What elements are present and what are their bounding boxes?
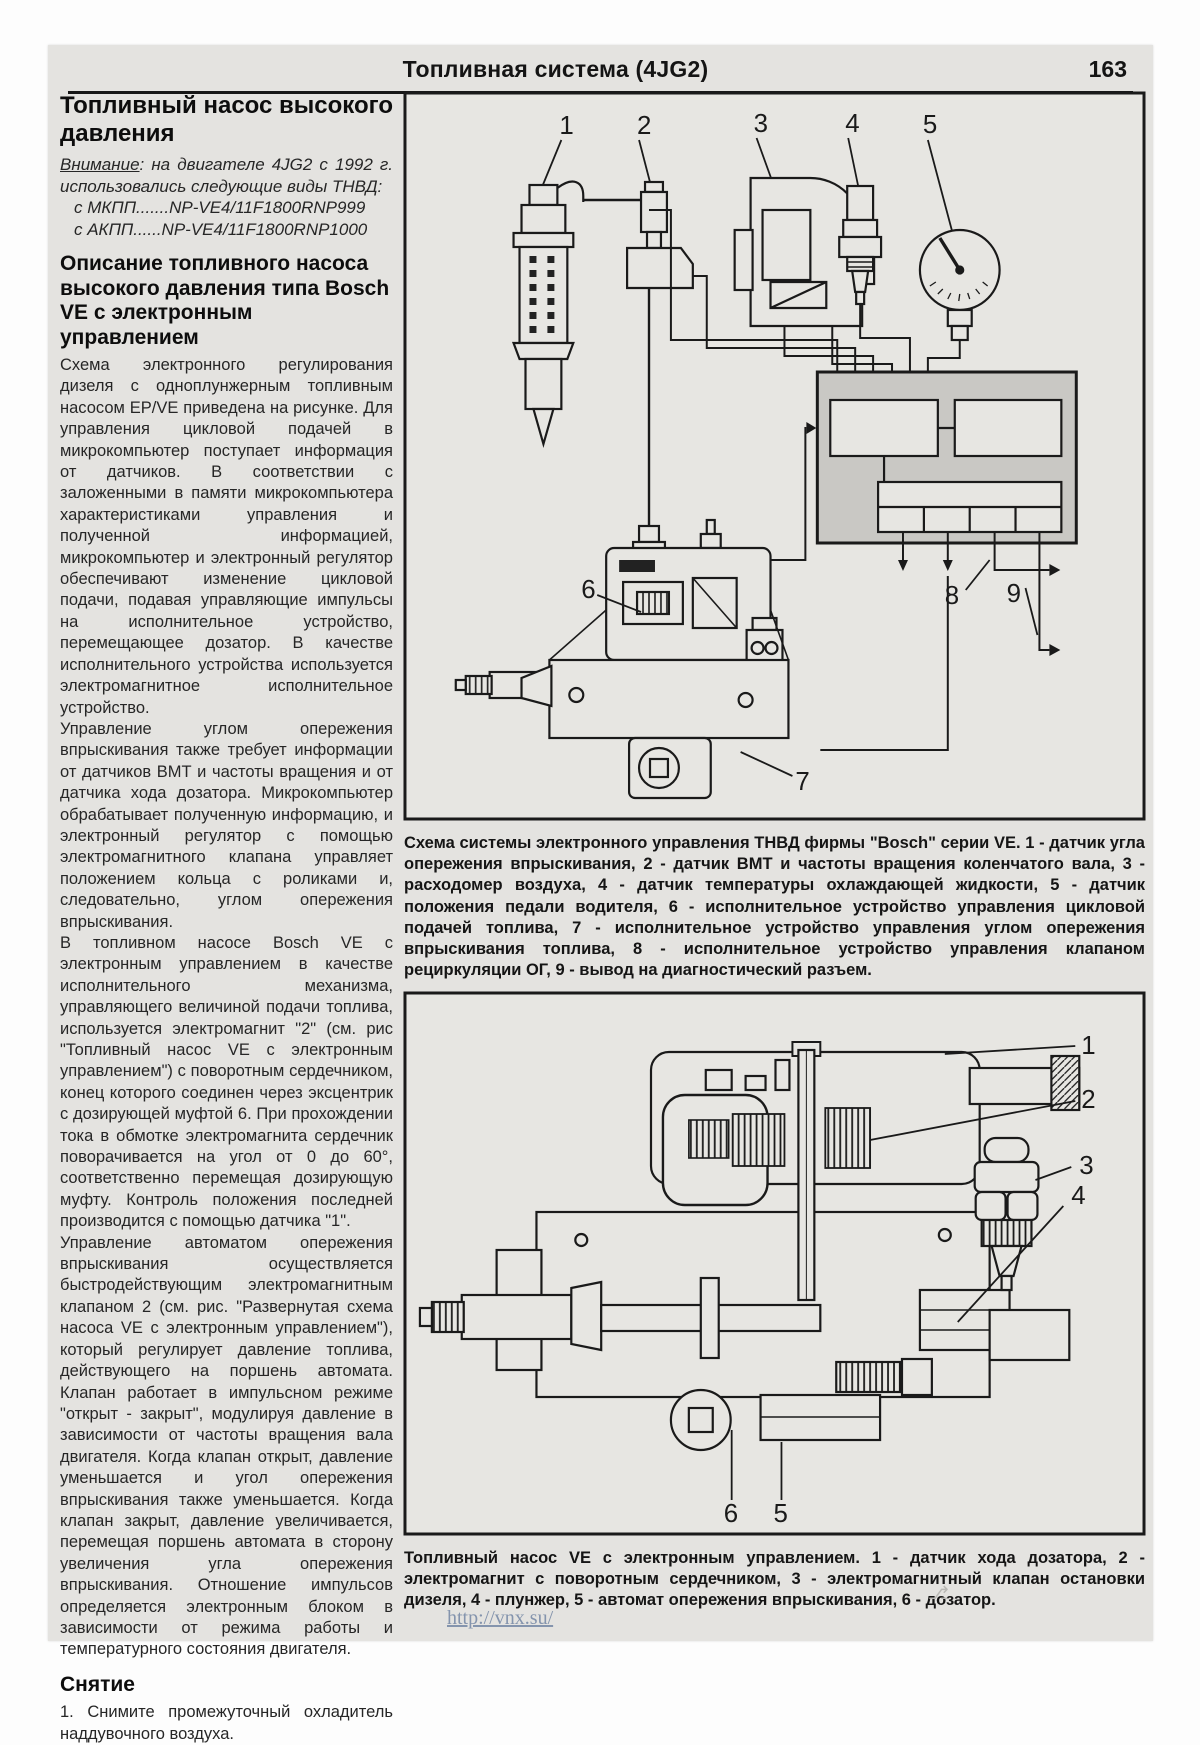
figure1-callout-4: 4 (845, 110, 859, 138)
figure2-callouts: 1 2 3 4 6 5 (724, 1032, 1096, 1528)
pedal-position-sensor-drawing (918, 228, 1001, 342)
section-heading-fuel-pump: Топливный насос высокого давления (60, 92, 393, 147)
figure1-callout-9: 9 (1007, 580, 1021, 608)
tdc-sensor-drawing (625, 180, 694, 290)
paragraph-1: Схема электронного регулирования дизеля … (60, 356, 393, 717)
removal-step-1: 1. Снимите промежуточный охладитель надд… (60, 1703, 393, 1743)
figure1-leader-lines (541, 137, 953, 231)
output-wires (820, 532, 1050, 751)
text-column: Топливный насос высокого давления Вниман… (60, 92, 393, 1745)
notice-label: Внимание (60, 155, 140, 174)
feedback-arrowhead (806, 422, 817, 434)
notice-text: : на двигателе 4JG2 с 1992 г. использова… (60, 155, 393, 196)
rotary-solenoid-drawing (661, 1093, 872, 1207)
page-header: Топливная система (4JG2) 163 (68, 49, 1133, 94)
figure2-callout-1: 1 (1081, 1032, 1095, 1060)
roller-ring-drawing (574, 1227, 1071, 1452)
figure1-callout-7: 7 (795, 768, 809, 796)
callout-7-leader (740, 751, 793, 777)
spec-line-mt: с МКПП.......NP-VE4/11F1800RNP999 (74, 198, 366, 217)
page-title: Топливная система (4JG2) (402, 56, 709, 82)
figure1-drawing: 1 2 3 4 5 (403, 91, 1146, 821)
injector-drawing (511, 180, 585, 449)
figure2-callout-6: 6 (724, 1500, 738, 1528)
manual-page: Топливная система (4JG2) 163 Топливный н… (48, 45, 1153, 1743)
ecu-memory-box (953, 398, 1063, 458)
figure2-pump-section: 1 2 3 4 6 5 (402, 990, 1147, 1537)
coolant-temp-sensor-drawing (838, 184, 883, 306)
figure1-callout-1: 1 (559, 112, 573, 140)
figure2-callout-4: 4 (1071, 1182, 1085, 1210)
page-number: 163 (1088, 56, 1127, 82)
figure1-callout-5: 5 (923, 111, 937, 139)
ecu-input-box (829, 398, 939, 458)
gauge-ticks (929, 281, 989, 302)
callout-9-leader (1024, 587, 1039, 636)
figure2-callout-2: 2 (1081, 1086, 1095, 1114)
scan-artifact: ⎇ (928, 1583, 949, 1603)
notice-paragraph: Внимание: на двигателе 4JG2 с 1992 г. ис… (60, 154, 393, 197)
spec-line-at: с АКПП......NP-VE4/11F1800RNP1000 (74, 219, 368, 239)
output-arrowheads (898, 560, 1061, 656)
figure2-callout-3: 3 (1079, 1152, 1093, 1180)
paragraph-4: Управление автоматом опережения впрыскив… (60, 1233, 393, 1659)
figures-column: 1 2 3 4 5 (402, 90, 1147, 1630)
paragraph-3: В топливном насосе Bosch VE с электронны… (60, 933, 393, 1231)
figure1-callout-3: 3 (754, 110, 768, 138)
callout-6-leader (596, 594, 642, 613)
injector-spring-dots (529, 256, 555, 333)
ecu-block (815, 370, 1078, 545)
figure1-callout-2: 2 (637, 112, 651, 140)
shutoff-solenoid-drawing (973, 1136, 1040, 1292)
figure2-caption: Топливный насос VE с электронным управле… (404, 1549, 1145, 1610)
paragraph-2: Управление углом опережения впрыскивания… (60, 719, 393, 931)
callout-8-leader (965, 559, 991, 591)
section-heading-description: Описание топливного насоса высокого давл… (60, 252, 390, 349)
feedback-wire (745, 427, 807, 561)
watermark-link[interactable]: http://vnx.su/ (447, 1607, 554, 1629)
figure1-schematic: 1 2 3 4 5 (402, 90, 1147, 822)
drive-shaft-drawing (418, 1276, 822, 1360)
pump-cutaway-drawing (454, 518, 790, 800)
figure1-callout-6: 6 (581, 576, 595, 604)
figure2-drawing: 1 2 3 4 6 5 (403, 991, 1146, 1536)
figure1-callouts-top: 1 2 3 4 5 (541, 110, 953, 231)
figure1-caption: Схема системы электронного управления ТН… (404, 834, 1145, 980)
section-heading-removal: Снятие (60, 1672, 135, 1696)
figure2-callout-5: 5 (774, 1500, 788, 1528)
figure1-callout-8: 8 (945, 582, 959, 610)
